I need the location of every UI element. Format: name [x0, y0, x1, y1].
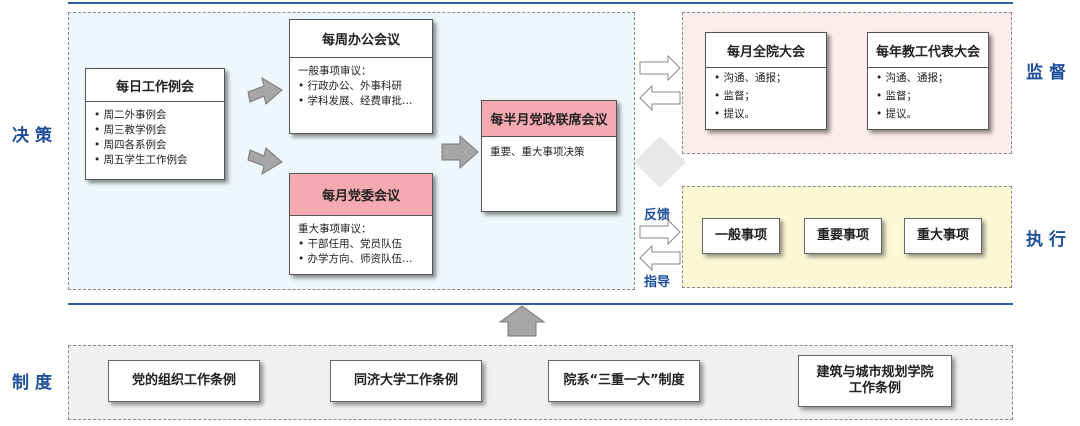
system-item-party-regulation: 党的组织工作条例: [108, 360, 260, 402]
staff-congress-card: 每年教工代表大会 沟通、通报； 监督； 提议。: [867, 32, 989, 130]
daily-meeting-list: 周二外事例会 周三教学例会 周四各系例会 周五学生工作例会: [94, 108, 216, 168]
weekly-meeting-title: 每周办公会议: [290, 20, 432, 58]
list-item: 周三教学例会: [94, 123, 216, 138]
label-supervision: 监督: [1026, 63, 1072, 83]
system-item-caup-regulation: 建筑与城市规划学院 工作条例: [798, 355, 952, 407]
arrow-system-up: [498, 305, 546, 337]
middle-divider: [68, 303, 1013, 305]
execution-item-general: 一般事项: [702, 218, 780, 254]
guidance-label: 指导: [644, 275, 671, 290]
monthly-assembly-list: 沟通、通报； 监督； 提议。: [714, 71, 818, 122]
list-item: 监督；: [876, 89, 980, 104]
list-item: 监督；: [714, 89, 818, 104]
list-item: 周五学生工作例会: [94, 153, 216, 168]
list-item: 学科发展、经费审批…: [298, 94, 424, 109]
daily-meeting-title: 每日工作例会: [86, 69, 224, 102]
arrow-guidance: [639, 244, 681, 272]
execution-item-important: 重要事项: [804, 218, 882, 254]
monthly-assembly-card: 每月全院大会 沟通、通报； 监督； 提议。: [705, 32, 827, 130]
joint-meeting-card: 每半月党政联席会议 重要、重大事项决策: [481, 100, 617, 212]
label-decision: 决策: [12, 126, 58, 146]
monthly-assembly-title: 每月全院大会: [706, 33, 826, 68]
staff-congress-list: 沟通、通报； 监督； 提议。: [876, 71, 980, 122]
label-system: 制度: [12, 373, 58, 393]
decorative-diamond: [634, 136, 686, 188]
arrow-daily-to-party: [247, 147, 283, 176]
top-divider: [68, 2, 1013, 4]
list-item: 提议。: [876, 107, 980, 122]
list-item: 周四各系例会: [94, 138, 216, 153]
staff-congress-title: 每年教工代表大会: [868, 33, 988, 68]
weekly-meeting-heading: 一般事项审议：: [298, 65, 372, 77]
weekly-meeting-list: 行政办公、外事科研 学科发展、经费审批…: [298, 79, 424, 109]
party-committee-list: 干部任用、党员队伍 办学方向、师资队伍…: [298, 237, 424, 267]
party-committee-heading: 重大事项审议：: [298, 223, 372, 235]
joint-meeting-title: 每半月党政联席会议: [482, 101, 616, 137]
label-execution: 执行: [1026, 230, 1072, 250]
weekly-meeting-card: 每周办公会议 一般事项审议： 行政办公、外事科研 学科发展、经费审批…: [289, 19, 433, 134]
arrow-feedback: [639, 218, 681, 246]
list-item: 沟通、通报；: [714, 71, 818, 86]
list-item: 行政办公、外事科研: [298, 79, 424, 94]
arrow-to-joint: [441, 134, 479, 170]
party-committee-title: 每月党委会议: [290, 174, 432, 216]
system-item-three-one-system: 院系“三重一大”制度: [548, 360, 700, 402]
joint-meeting-body: 重要、重大事项决策: [490, 146, 585, 158]
execution-item-major: 重大事项: [904, 218, 982, 254]
list-item: 干部任用、党员队伍: [298, 237, 424, 252]
arrow-daily-to-weekly: [247, 76, 283, 105]
daily-meeting-card: 每日工作例会 周二外事例会 周三教学例会 周四各系例会 周五学生工作例会: [85, 68, 225, 180]
list-item: 周二外事例会: [94, 108, 216, 123]
party-committee-card: 每月党委会议 重大事项审议： 干部任用、党员队伍 办学方向、师资队伍…: [289, 173, 433, 275]
arrow-from-supervision: [639, 84, 681, 112]
list-item: 提议。: [714, 107, 818, 122]
system-item-tongji-regulation: 同济大学工作条例: [330, 360, 482, 402]
list-item: 办学方向、师资队伍…: [298, 252, 424, 267]
arrow-to-supervision: [639, 54, 681, 82]
list-item: 沟通、通报；: [876, 71, 980, 86]
feedback-label: 反馈: [644, 208, 671, 223]
